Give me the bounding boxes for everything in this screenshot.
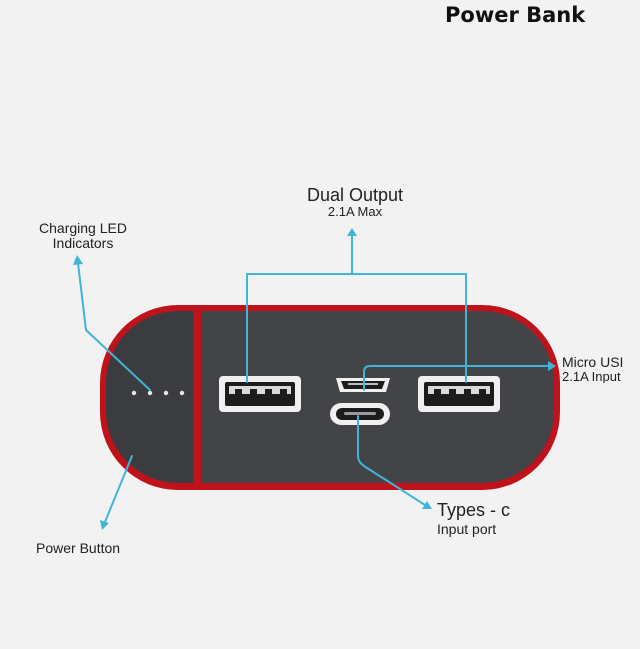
power-button-arrow xyxy=(100,520,109,530)
micro-usb-line1: Micro USI xyxy=(562,355,624,370)
usb-c-port xyxy=(330,403,390,425)
micro-usb-line xyxy=(363,365,549,391)
type-c-line xyxy=(357,415,426,506)
callout-arrowheads xyxy=(73,228,556,530)
panel-divider xyxy=(193,311,201,483)
type-c-callout: Types - c Input port xyxy=(437,501,547,537)
usb-a-port-left xyxy=(219,376,301,412)
power-button-line xyxy=(104,455,133,523)
charging-led-callout: Charging LED Indicators xyxy=(18,221,148,250)
page-title: Power Bank xyxy=(445,3,586,27)
dual-output-line xyxy=(246,235,467,383)
micro-usb-line2: 2.1A Input xyxy=(562,368,621,384)
power-button-label: Power Button xyxy=(36,540,121,556)
led-1 xyxy=(131,390,137,396)
led-3 xyxy=(163,390,169,396)
type-c-title: Types - c xyxy=(437,500,511,520)
charging-leds xyxy=(131,390,185,396)
charging-led-line2: Indicators xyxy=(52,234,114,251)
type-c-arrow xyxy=(422,501,432,509)
type-c-subtitle: Input port xyxy=(437,520,497,537)
led-2 xyxy=(147,390,153,396)
dual-output-callout: Dual Output 2.1A Max xyxy=(270,186,440,219)
micro-usb-arrow xyxy=(548,361,556,371)
charging-led-line xyxy=(77,262,151,391)
charging-led-arrow xyxy=(73,255,83,265)
dual-output-subtitle: 2.1A Max xyxy=(327,203,383,219)
dual-output-arrow xyxy=(347,228,357,236)
micro-usb-callout: Micro USI 2.1A Input xyxy=(562,355,638,383)
dual-output-title: Dual Output xyxy=(306,185,404,205)
usb-a-port-right xyxy=(418,376,500,412)
charging-led-line1: Charging LED xyxy=(39,220,127,236)
callout-lines xyxy=(77,235,549,523)
led-4 xyxy=(179,390,185,396)
